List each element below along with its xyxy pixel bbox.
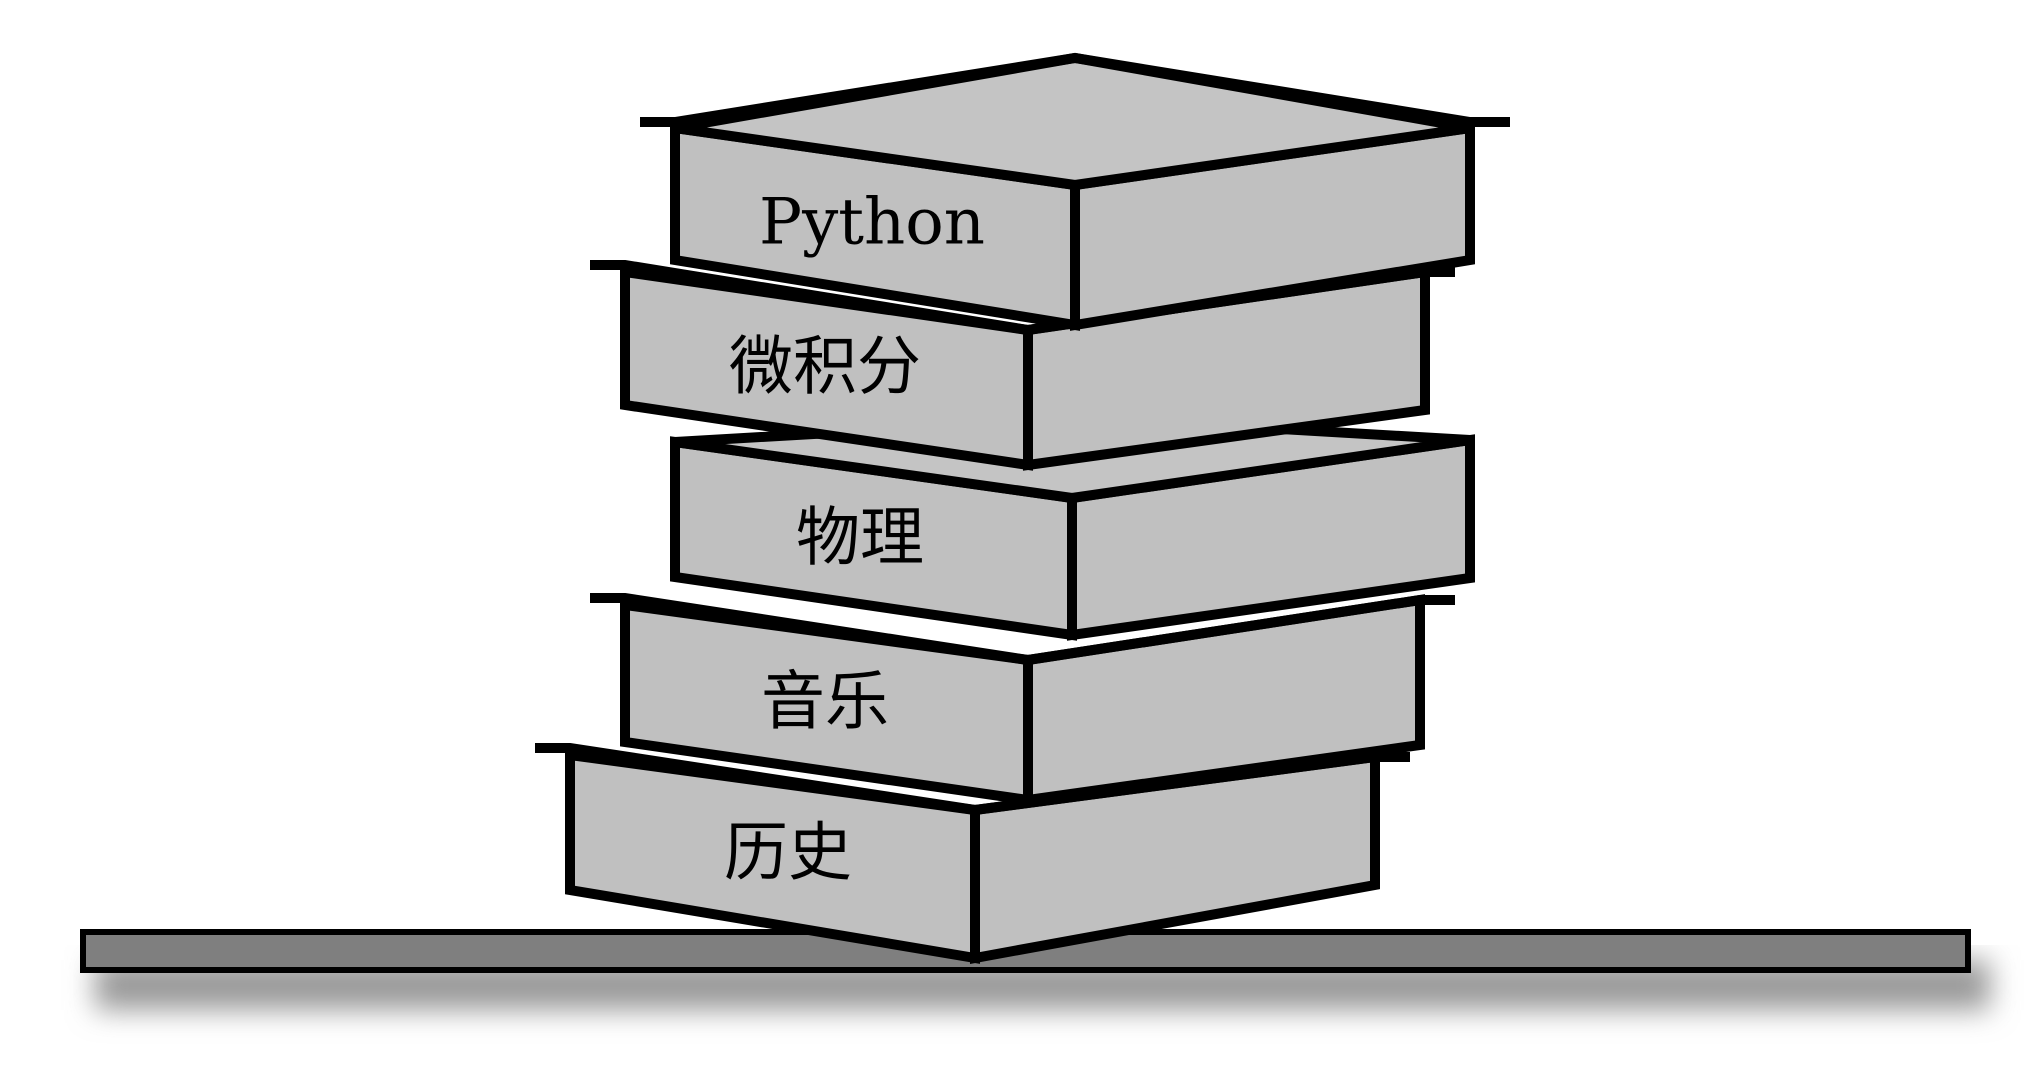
book-physics: 物理 [670,412,1475,641]
book-music: 音乐 [590,593,1455,806]
book-history-label: 历史 [724,817,852,891]
book-calculus: 微积分 [590,260,1455,471]
book-music-label: 音乐 [761,666,889,740]
book-history: 历史 [535,743,1410,964]
book-python-label: Python [759,186,985,260]
book-calculus-top-edge [590,260,1455,336]
book-python: Python [640,52,1510,331]
book-physics-label: 物理 [796,502,924,576]
book-calculus-label: 微积分 [729,331,921,405]
book-music-top-edge [590,593,1455,666]
book-python-top-edge [640,52,1510,127]
book-history-top-edge [535,743,1410,816]
